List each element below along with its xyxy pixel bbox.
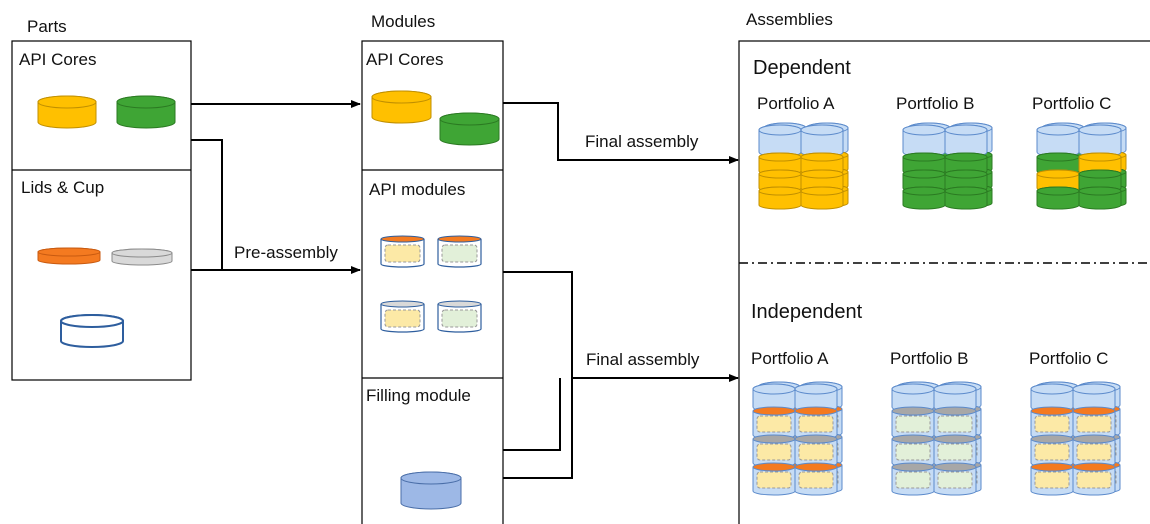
- pre-assembly-label: Pre-assembly: [234, 243, 338, 262]
- connector-api-modules-to-final: [503, 271, 573, 479]
- parts-api-cores-label: API Cores: [19, 50, 97, 69]
- independent-portfolio-c-stack: [1030, 381, 1121, 496]
- green-core-icon: [116, 95, 176, 129]
- final-assembly-bottom-label: Final assembly: [586, 350, 700, 369]
- yellow-core-icon: [37, 95, 97, 129]
- final-assembly-top-label: Final assembly: [585, 132, 699, 151]
- dependent-portfolio-b: Portfolio B: [896, 94, 975, 113]
- independent-portfolio-a-stack-cup-top: [752, 383, 796, 413]
- dependent-portfolio-a-stack-layer: [800, 152, 844, 176]
- dependent-portfolio-b-stack-layer: [944, 186, 988, 210]
- independent-portfolio-b-stack-cup-top: [933, 383, 977, 413]
- dependent-portfolio-a-stack: [758, 122, 849, 210]
- dependent-portfolio-b-stack: [902, 122, 993, 210]
- independent-portfolio-b: Portfolio B: [890, 349, 969, 368]
- dependent-portfolio-c-stack: [1036, 122, 1127, 210]
- dependent-portfolio-b-stack-layer: [944, 152, 988, 176]
- dependent-portfolio-c-stack-layer: [1036, 186, 1080, 210]
- dependent-title: Dependent: [753, 57, 851, 79]
- dependent-portfolio-b-stack-layer: [902, 169, 946, 193]
- orange-lid-icon: [37, 247, 101, 265]
- independent-portfolio-b-stack: [891, 381, 982, 496]
- module-green-core-icon: [439, 112, 500, 146]
- grey-lid-icon: [111, 248, 173, 266]
- dependent-portfolio-a-stack-layer: [758, 186, 802, 210]
- dependent-portfolio-a-stack-layer: [800, 186, 844, 210]
- connector-api-cores-to-preassembly: [191, 139, 223, 270]
- connector-filling-to-final: [503, 378, 561, 451]
- dependent-portfolio-a-stack-layer: [800, 169, 844, 193]
- api-module-yellow-grey-icon: [380, 300, 425, 333]
- dependent-portfolio-a-stack-cup-top: [800, 124, 844, 158]
- dependent-portfolio-c-stack-cup-top: [1036, 124, 1080, 158]
- dependent-portfolio-c: Portfolio C: [1032, 94, 1112, 113]
- empty-cup-icon: [60, 314, 124, 348]
- connector-top-final: [503, 102, 739, 164]
- independent-portfolio-c: Portfolio C: [1029, 349, 1109, 368]
- modules-filling-module-label: Filling module: [366, 386, 471, 405]
- api-module-green-orange-icon: [437, 235, 482, 268]
- api-module-yellow-orange-icon: [380, 235, 425, 268]
- modules-api-cores-label: API Cores: [366, 50, 444, 69]
- independent-portfolio-a: Portfolio A: [751, 349, 829, 368]
- modules-box: [361, 40, 504, 524]
- dependent-portfolio-c-stack-layer: [1036, 152, 1080, 176]
- independent-portfolio-a-stack-cup-top: [794, 383, 838, 413]
- module-yellow-core-icon: [371, 90, 432, 124]
- portfolio-stacks: [752, 122, 1127, 496]
- component-icons: [37, 90, 500, 510]
- parts-column-title: Parts: [27, 17, 67, 36]
- dependent-portfolio-c-stack-layer: [1036, 169, 1080, 193]
- independent-portfolio-c-stack-cup-top: [1072, 383, 1116, 413]
- assemblies-box: [738, 40, 1150, 524]
- dependent-portfolio-b-stack-cup-top: [944, 124, 988, 158]
- dependent-portfolio-c-stack-cup-top: [1078, 124, 1122, 158]
- modules-api-modules-label: API modules: [369, 180, 466, 199]
- independent-portfolio-a-stack: [752, 381, 843, 496]
- parts-box: [11, 40, 192, 381]
- dependent-portfolio-a: Portfolio A: [757, 94, 835, 113]
- api-module-green-grey-icon: [437, 300, 482, 333]
- dependent-portfolio-a-stack-layer: [758, 169, 802, 193]
- modules-column-title: Modules: [371, 12, 436, 31]
- dependent-portfolio-c-stack-layer: [1078, 186, 1122, 210]
- dependent-portfolio-a-stack-cup-top: [758, 124, 802, 158]
- dependent-portfolio-b-stack-cup-top: [902, 124, 946, 158]
- assemblies-column-title: Assemblies: [746, 10, 833, 29]
- dependent-portfolio-b-stack-layer: [902, 186, 946, 210]
- parts-lids-cup-label: Lids & Cup: [21, 178, 105, 197]
- independent-title: Independent: [751, 301, 863, 323]
- filling-module-icon: [400, 471, 462, 510]
